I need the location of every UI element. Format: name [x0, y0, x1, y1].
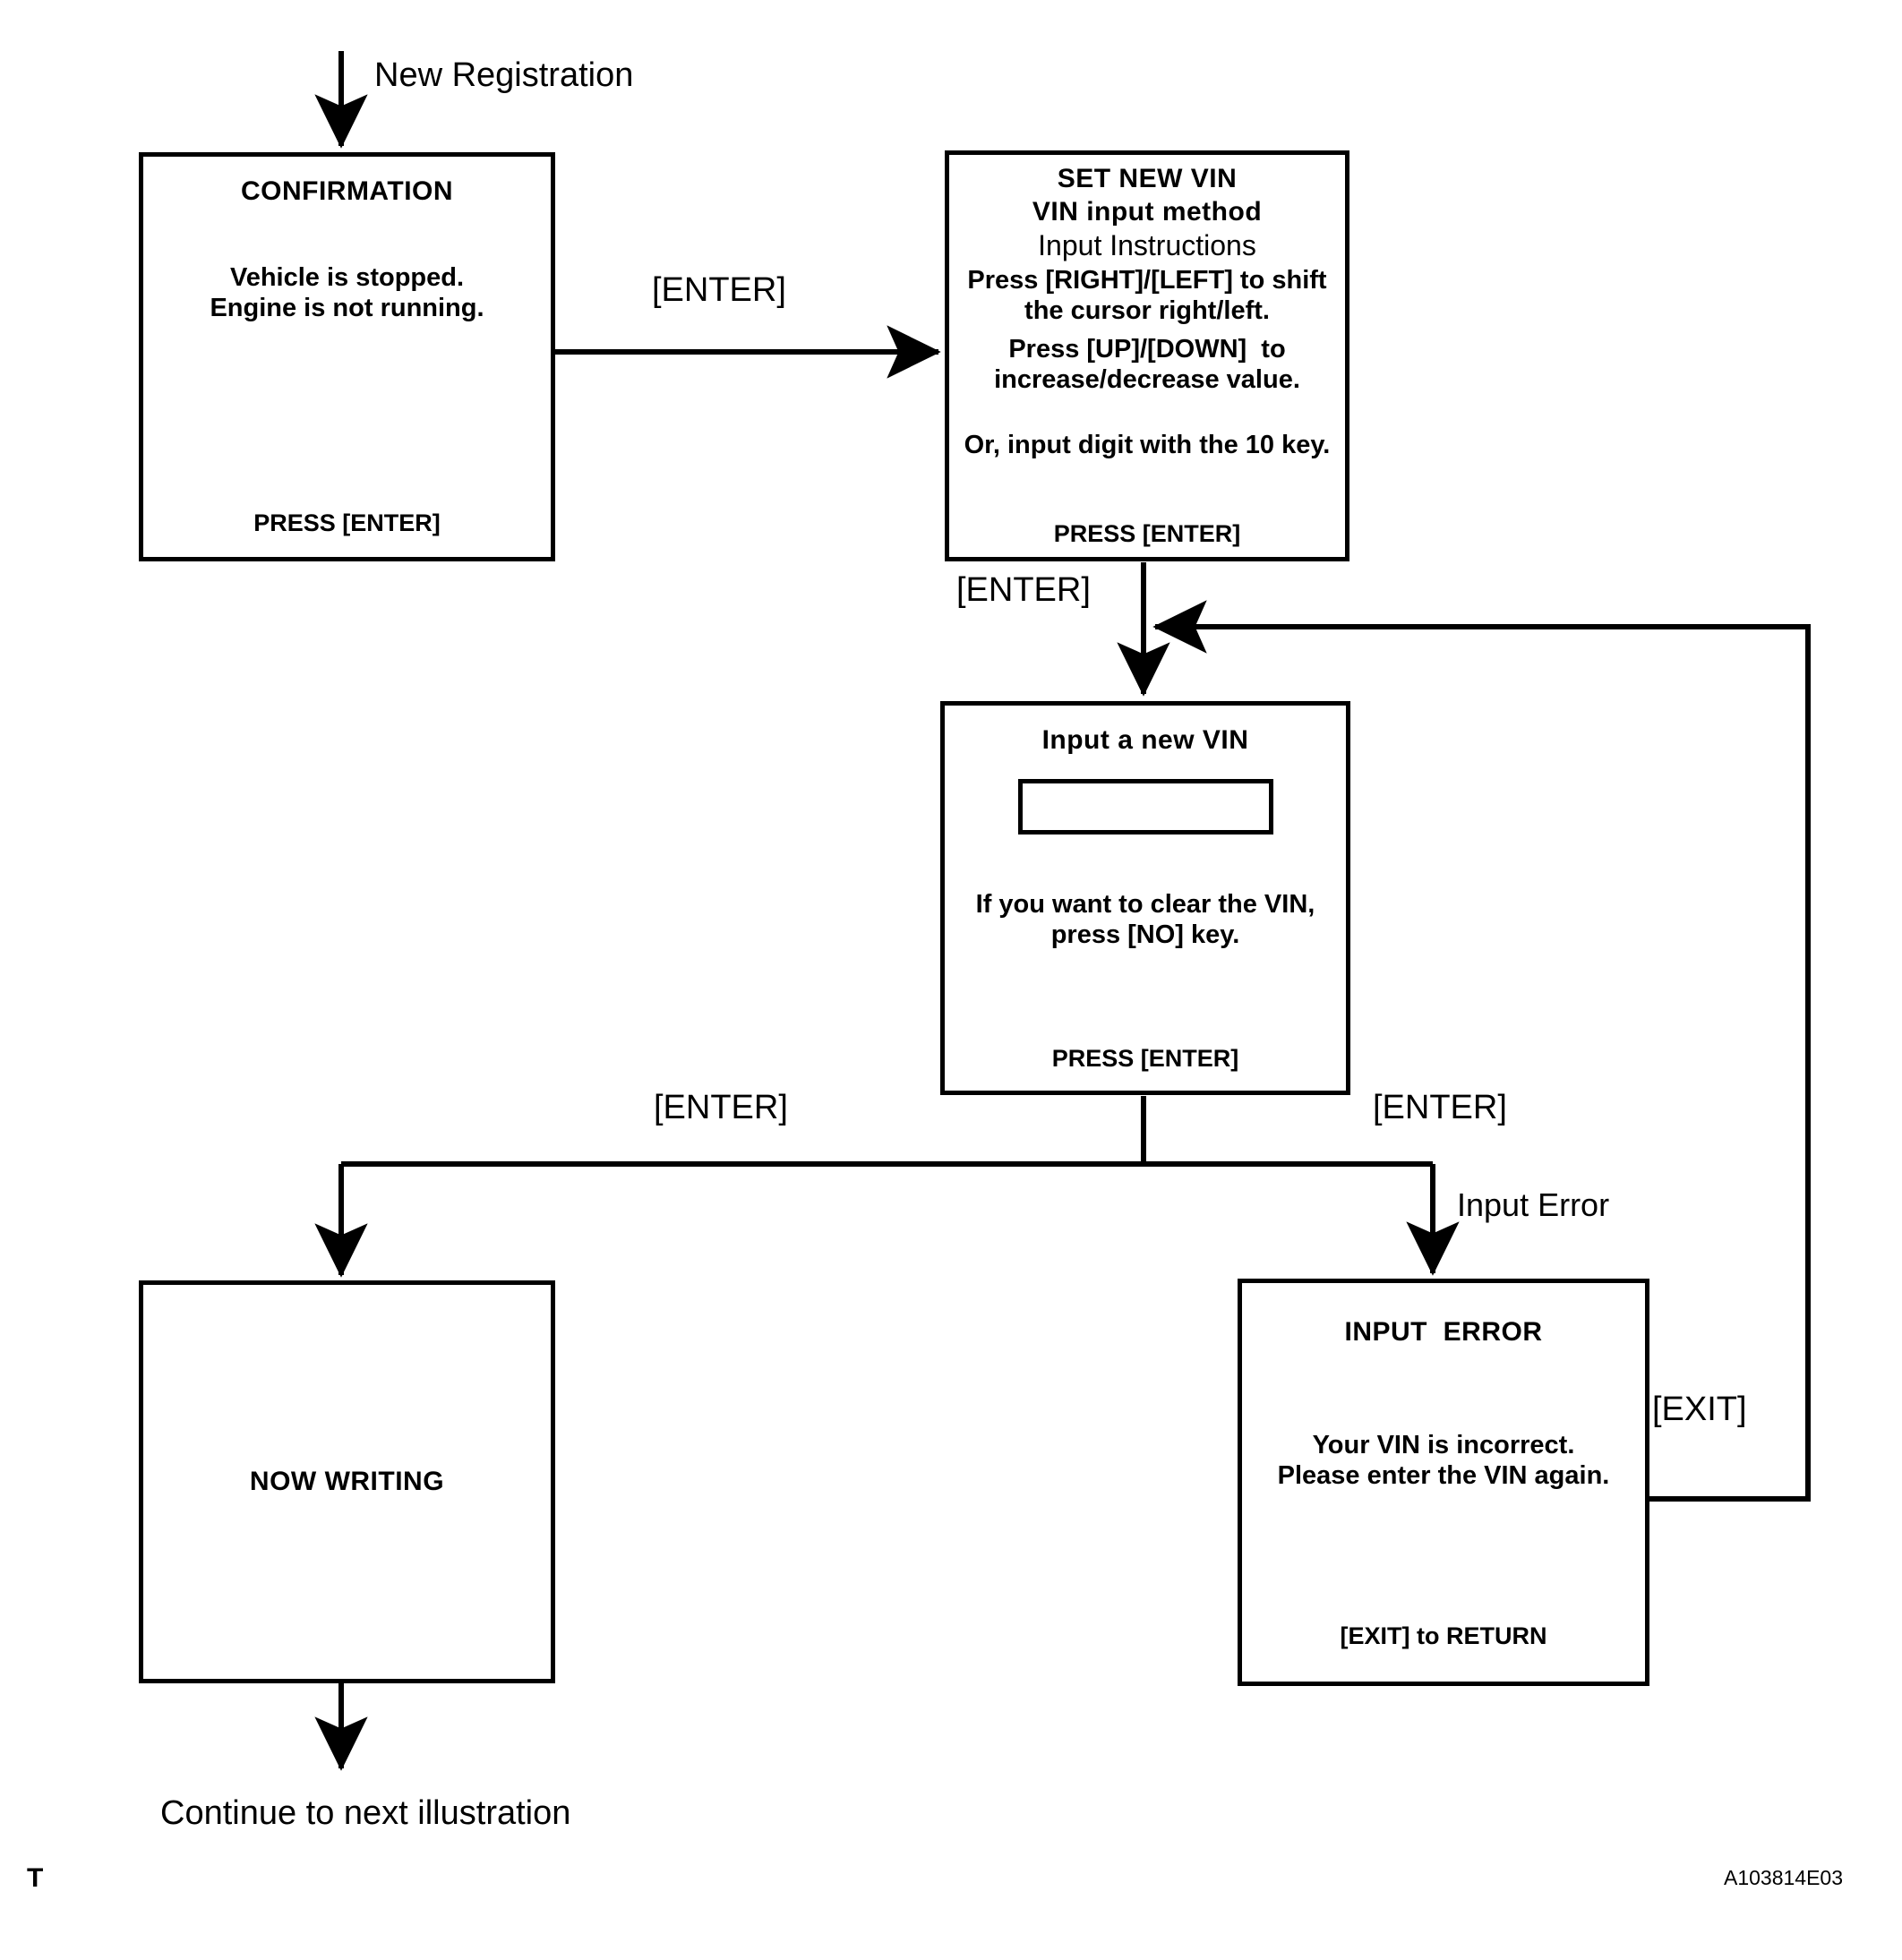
confirmation-title: CONFIRMATION: [240, 176, 454, 206]
sheet-mark: T: [27, 1863, 44, 1893]
edge-label-input-error: Input Error: [1457, 1186, 1610, 1223]
vin-input-field[interactable]: [1017, 779, 1273, 834]
screen-input-new-vin[interactable]: Input a new VIN If you want to clear the…: [940, 701, 1350, 1095]
screen-confirmation[interactable]: CONFIRMATION Vehicle is stopped. Engine …: [139, 152, 555, 561]
set-new-vin-body-line-1: Press [RIGHT]/[LEFT] to shift: [967, 265, 1327, 295]
set-new-vin-subtitle: VIN input method: [1032, 197, 1263, 227]
set-new-vin-body-line-3: Press [UP]/[DOWN] to: [1008, 335, 1286, 364]
input-new-vin-title: Input a new VIN: [1041, 725, 1249, 755]
screen-now-writing[interactable]: NOW WRITING: [139, 1280, 555, 1683]
edge-label-exit: [EXIT]: [1652, 1391, 1747, 1428]
input-error-footer: [EXIT] to RETURN: [1340, 1622, 1547, 1649]
input-error-body-line-1: Your VIN is incorrect.: [1312, 1431, 1575, 1459]
input-new-vin-footer: PRESS [ENTER]: [1051, 1045, 1239, 1072]
set-new-vin-heading: Input Instructions: [1038, 229, 1256, 261]
label-new-registration: New Registration: [374, 56, 634, 94]
screen-input-error[interactable]: INPUT ERROR Your VIN is incorrect. Pleas…: [1238, 1279, 1649, 1686]
label-continue-to-next-illustration: Continue to next illustration: [160, 1794, 571, 1832]
edge-label-enter-setnewvin-to-inputvin: [ENTER]: [956, 571, 1091, 609]
input-error-body-line-2: Please enter the VIN again.: [1277, 1461, 1610, 1491]
now-writing-title: NOW WRITING: [249, 1467, 445, 1496]
edge-label-enter-confirmation-to-setnewvin: [ENTER]: [652, 271, 786, 309]
confirmation-body-line-1: Vehicle is stopped.: [229, 263, 465, 292]
set-new-vin-note: Or, input digit with the 10 key.: [964, 430, 1331, 459]
input-error-title: INPUT ERROR: [1344, 1317, 1543, 1347]
input-new-vin-body-line-2: press [NO] key.: [1050, 920, 1240, 950]
set-new-vin-body-line-2: the cursor right/left.: [1024, 295, 1270, 325]
confirmation-body-line-2: Engine is not running.: [210, 294, 484, 323]
input-new-vin-body-line-1: If you want to clear the VIN,: [975, 890, 1315, 919]
edge-label-enter-inputvin-to-nowwriting: [ENTER]: [654, 1089, 788, 1126]
set-new-vin-footer: PRESS [ENTER]: [1053, 520, 1241, 547]
page-code: A103814E03: [1724, 1866, 1844, 1889]
set-new-vin-title: SET NEW VIN: [1057, 164, 1238, 193]
confirmation-footer: PRESS [ENTER]: [253, 509, 441, 536]
edge-label-enter-inputvin-to-inputerror: [ENTER]: [1373, 1089, 1507, 1126]
screen-set-new-vin[interactable]: SET NEW VIN VIN input method Input Instr…: [945, 150, 1349, 561]
set-new-vin-body-line-4: increase/decrease value.: [994, 365, 1300, 395]
